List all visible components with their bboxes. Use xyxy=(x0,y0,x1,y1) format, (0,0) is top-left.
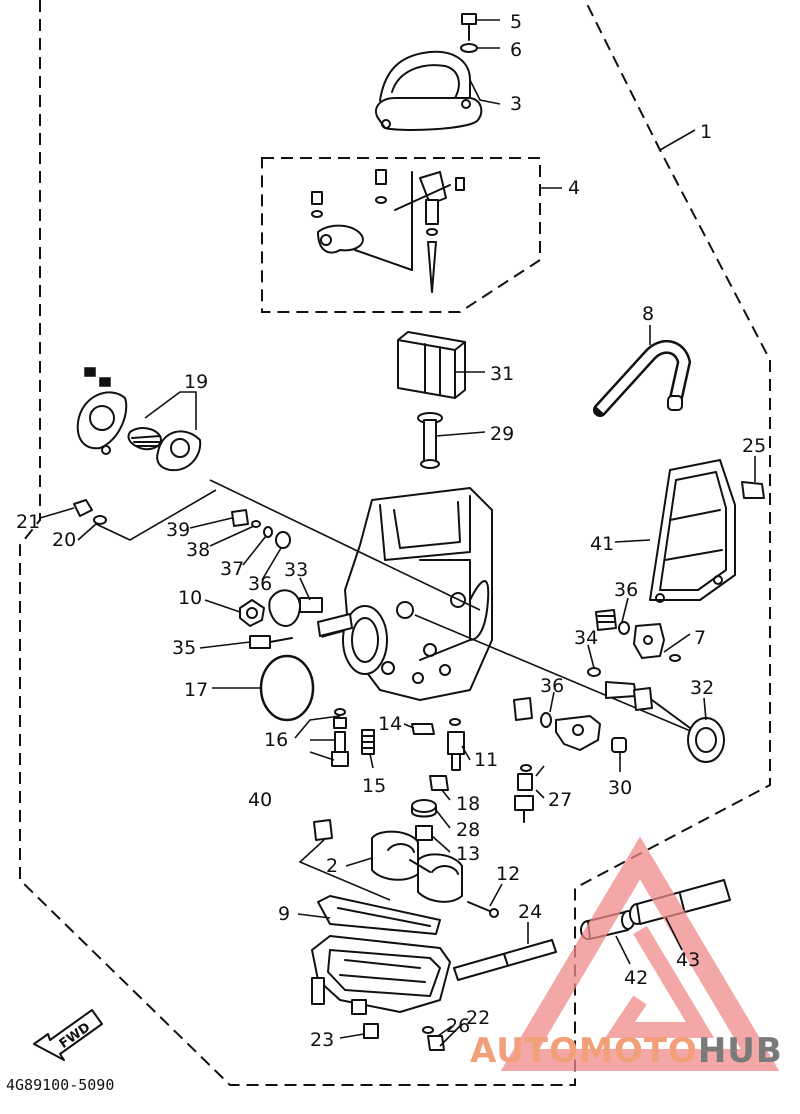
watermark-inner xyxy=(605,925,715,1038)
hose-end xyxy=(667,395,683,411)
callout-36-c: 36 xyxy=(540,675,564,697)
carburetor-body xyxy=(317,487,493,701)
callout-34: 34 xyxy=(574,627,598,649)
callout-31: 31 xyxy=(490,363,514,385)
callout-30: 30 xyxy=(608,777,632,799)
callout-41: 41 xyxy=(590,533,614,555)
callout-4: 4 xyxy=(568,177,580,199)
callout-leaders xyxy=(39,19,756,1047)
callout-9: 9 xyxy=(278,903,290,925)
diagram-code: 4G89100-5090 xyxy=(6,1076,114,1094)
screw-40 xyxy=(298,819,391,901)
callout-1: 1 xyxy=(700,121,712,143)
tube-24 xyxy=(453,939,557,981)
callout-33: 33 xyxy=(284,559,308,581)
watermark-logo xyxy=(500,836,780,1071)
callout-2: 2 xyxy=(326,855,338,877)
callout-6: 6 xyxy=(510,39,522,61)
callout-35: 35 xyxy=(172,637,196,659)
callout-14: 14 xyxy=(378,713,402,735)
callout-25: 25 xyxy=(742,435,766,457)
drain-screws xyxy=(422,1026,445,1051)
callout-16: 16 xyxy=(264,729,288,751)
callout-8: 8 xyxy=(642,303,654,325)
callout-42: 42 xyxy=(624,967,648,989)
callout-11: 11 xyxy=(474,749,498,771)
callout-19: 19 xyxy=(184,371,208,393)
right-cover xyxy=(649,459,765,603)
callout-5: 5 xyxy=(510,11,522,33)
accelerator-pump-cover xyxy=(76,367,202,472)
callout-13: 13 xyxy=(456,843,480,865)
callout-43: 43 xyxy=(676,949,700,971)
float-pin xyxy=(467,901,499,918)
needle-assembly-box xyxy=(261,157,541,313)
callout-18: 18 xyxy=(456,793,480,815)
callout-20: 20 xyxy=(52,529,76,551)
watermark-text: AUTOMOTOHUB xyxy=(470,1031,783,1071)
callout-17: 17 xyxy=(184,679,208,701)
float-bowl xyxy=(311,895,451,1039)
callout-28: 28 xyxy=(456,819,480,841)
callout-36-a: 36 xyxy=(248,573,272,595)
o-ring xyxy=(259,654,315,722)
callout-40: 40 xyxy=(248,789,272,811)
callout-29: 29 xyxy=(490,423,514,445)
callout-36-b: 36 xyxy=(614,579,638,601)
callout-15: 15 xyxy=(362,775,386,797)
callout-38: 38 xyxy=(186,539,210,561)
jets-left xyxy=(331,708,465,771)
needle-jet xyxy=(417,412,443,469)
watermark-triangle xyxy=(500,836,780,1071)
assembly-boundary xyxy=(19,0,771,1086)
callout-23: 23 xyxy=(310,1029,334,1051)
callout-26: 26 xyxy=(446,1015,470,1037)
callout-21: 21 xyxy=(16,511,40,533)
right-linkage-parts xyxy=(513,609,725,763)
left-small-parts xyxy=(73,499,353,649)
shaft-line-left xyxy=(209,479,481,611)
shaft-line-right xyxy=(414,614,701,736)
needle-assembly xyxy=(311,169,465,293)
callout-24: 24 xyxy=(518,901,542,923)
callout-37: 37 xyxy=(220,558,244,580)
float xyxy=(371,830,463,903)
top-cover-assembly xyxy=(375,13,483,131)
callout-labels: 5 6 3 1 4 8 31 19 29 25 21 20 39 38 37 3… xyxy=(16,11,766,1051)
callout-7: 7 xyxy=(694,627,706,649)
callout-22: 22 xyxy=(466,1007,490,1029)
lower-jets xyxy=(411,764,534,841)
callout-39: 39 xyxy=(166,519,190,541)
throttle-slide xyxy=(397,331,466,399)
callout-10: 10 xyxy=(178,587,202,609)
callout-32: 32 xyxy=(690,677,714,699)
callout-12: 12 xyxy=(496,863,520,885)
callout-3: 3 xyxy=(510,93,522,115)
forward-arrow: FWD xyxy=(33,1009,103,1061)
callout-27: 27 xyxy=(548,789,572,811)
